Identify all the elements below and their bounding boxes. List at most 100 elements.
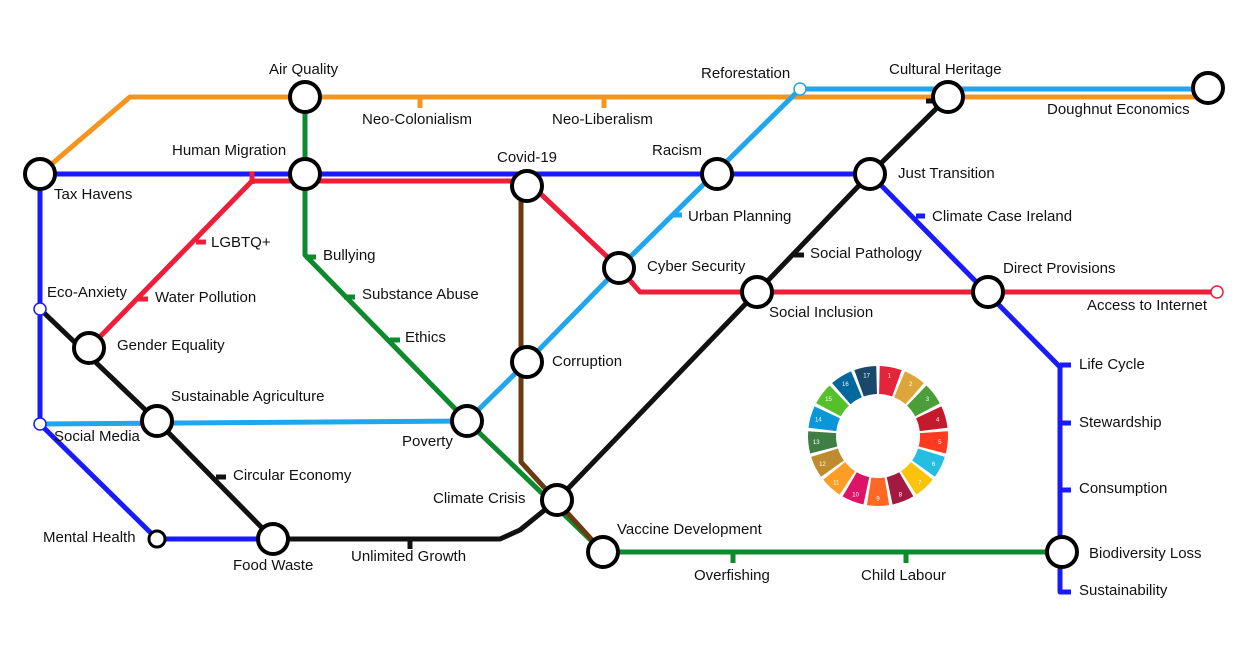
sdg-segment-number: 4 — [936, 418, 940, 424]
label-vaccine-development: Vaccine Development — [617, 521, 763, 538]
sdg-segment-number: 3 — [926, 397, 930, 403]
sdg-segment — [886, 472, 914, 505]
station-vaccine-development[interactable] — [586, 535, 620, 569]
orange-line — [37, 94, 1211, 177]
sdg-segment — [912, 448, 945, 477]
label-covid-19: Covid-19 — [497, 149, 557, 166]
station-sustainable-agriculture[interactable] — [140, 404, 174, 438]
label-sustainability: Sustainability — [1079, 582, 1168, 599]
label-neo-colonialism: Neo-Colonialism — [362, 111, 472, 128]
station-food-waste[interactable] — [256, 522, 290, 556]
sdg-segment-number: 2 — [909, 382, 913, 388]
sdg-segment — [808, 406, 840, 432]
sdg-segment-number: 5 — [938, 440, 942, 446]
station-tax-havens[interactable] — [23, 157, 57, 191]
label-bullying: Bullying — [323, 247, 376, 264]
label-food-waste: Food Waste — [233, 557, 313, 574]
label-sustainable-agriculture: Sustainable Agriculture — [171, 388, 324, 405]
label-just-transition: Just Transition — [898, 165, 995, 182]
label-gender-equality: Gender Equality — [117, 337, 225, 354]
label-mental-health: Mental Health — [43, 529, 136, 546]
sdg-segment-number: 14 — [815, 418, 822, 424]
station-biodiversity-loss[interactable] — [1045, 535, 1079, 569]
sdg-segment-number: 6 — [932, 462, 936, 468]
station-doughnut-economics[interactable] — [1191, 71, 1225, 105]
sdg-segment-number: 16 — [842, 382, 849, 388]
label-tax-havens: Tax Havens — [54, 186, 132, 203]
sdg-segment — [842, 472, 870, 505]
label-biodiversity-loss: Biodiversity Loss — [1089, 545, 1202, 562]
label-eco-anxiety: Eco-Anxiety — [47, 284, 128, 301]
label-doughnut-economics: Doughnut Economics — [1047, 101, 1190, 118]
sdg-segment-number: 9 — [876, 497, 880, 503]
label-child-labour: Child Labour — [861, 567, 946, 584]
sdg-segment-number: 15 — [825, 397, 832, 403]
label-social-pathology: Social Pathology — [810, 245, 922, 262]
sdg-segment-number: 13 — [813, 440, 820, 446]
station-direct-provisions[interactable] — [971, 275, 1005, 309]
sdg-segment-number: 7 — [918, 480, 922, 486]
label-lgbtq: LGBTQ+ — [211, 234, 271, 251]
station-access-to-internet[interactable] — [1210, 285, 1224, 299]
label-neo-liberalism: Neo-Liberalism — [552, 111, 653, 128]
label-substance-abuse: Substance Abuse — [362, 286, 479, 303]
label-stewardship: Stewardship — [1079, 414, 1162, 431]
brown-line — [518, 187, 606, 555]
sdg-segment-number: 11 — [833, 480, 840, 486]
station-eco-anxiety[interactable] — [33, 302, 47, 316]
station-gender-equality[interactable] — [72, 331, 106, 365]
blue-line-top — [37, 171, 1063, 595]
label-direct-provisions: Direct Provisions — [1003, 260, 1116, 277]
station-climate-crisis[interactable] — [540, 483, 574, 517]
sdg-segment-number: 1 — [888, 374, 892, 380]
label-racism: Racism — [652, 142, 702, 159]
sdg-segment-number: 12 — [819, 462, 826, 468]
cyan-line — [37, 86, 1211, 427]
station-covid-19[interactable] — [510, 169, 544, 203]
label-reforestation: Reforestation — [701, 65, 790, 82]
label-climate-case-ireland: Climate Case Ireland — [932, 208, 1072, 225]
sdg-segment — [918, 431, 948, 454]
sdg-segment — [854, 366, 877, 397]
station-reforestation[interactable] — [793, 82, 807, 96]
label-cultural-heritage: Cultural Heritage — [889, 61, 1002, 78]
station-just-transition[interactable] — [853, 157, 887, 191]
station-social-media[interactable] — [33, 417, 47, 431]
sdg-segment — [823, 462, 856, 495]
label-unlimited-growth: Unlimited Growth — [351, 548, 466, 565]
station-human-migration[interactable] — [288, 157, 322, 191]
sdg-segment — [832, 371, 862, 405]
station-cyber-security[interactable] — [602, 251, 636, 285]
sdg-segment — [811, 448, 844, 477]
black-line — [37, 94, 951, 542]
label-ethics: Ethics — [405, 329, 446, 346]
label-overfishing: Overfishing — [694, 567, 770, 584]
station-poverty[interactable] — [450, 404, 484, 438]
label-social-media: Social Media — [54, 428, 141, 445]
label-water-pollution: Water Pollution — [155, 289, 256, 306]
label-corruption: Corruption — [552, 353, 622, 370]
station-corruption[interactable] — [510, 345, 544, 379]
red-line — [86, 178, 1220, 351]
label-life-cycle: Life Cycle — [1079, 356, 1145, 373]
station-social-inclusion[interactable] — [740, 275, 774, 309]
sdg-segment-number: 8 — [899, 492, 903, 498]
label-cyber-security: Cyber Security — [647, 258, 746, 275]
station-air-quality[interactable] — [288, 80, 322, 114]
label-social-inclusion: Social Inclusion — [769, 304, 873, 321]
label-air-quality: Air Quality — [269, 61, 339, 78]
label-consumption: Consumption — [1079, 480, 1167, 497]
sdg-segment-number: 17 — [863, 374, 870, 380]
sdg-segment — [907, 385, 940, 417]
sdg-segment — [866, 477, 890, 507]
station-cultural-heritage[interactable] — [931, 80, 965, 114]
blue-line-left — [37, 171, 276, 542]
sdg-segment — [816, 385, 849, 417]
sdg-segment — [900, 462, 933, 495]
station-racism[interactable] — [700, 157, 734, 191]
label-access-to-internet: Access to Internet — [1087, 297, 1208, 314]
sdg-segment — [807, 431, 838, 454]
station-mental-health[interactable] — [147, 529, 167, 549]
